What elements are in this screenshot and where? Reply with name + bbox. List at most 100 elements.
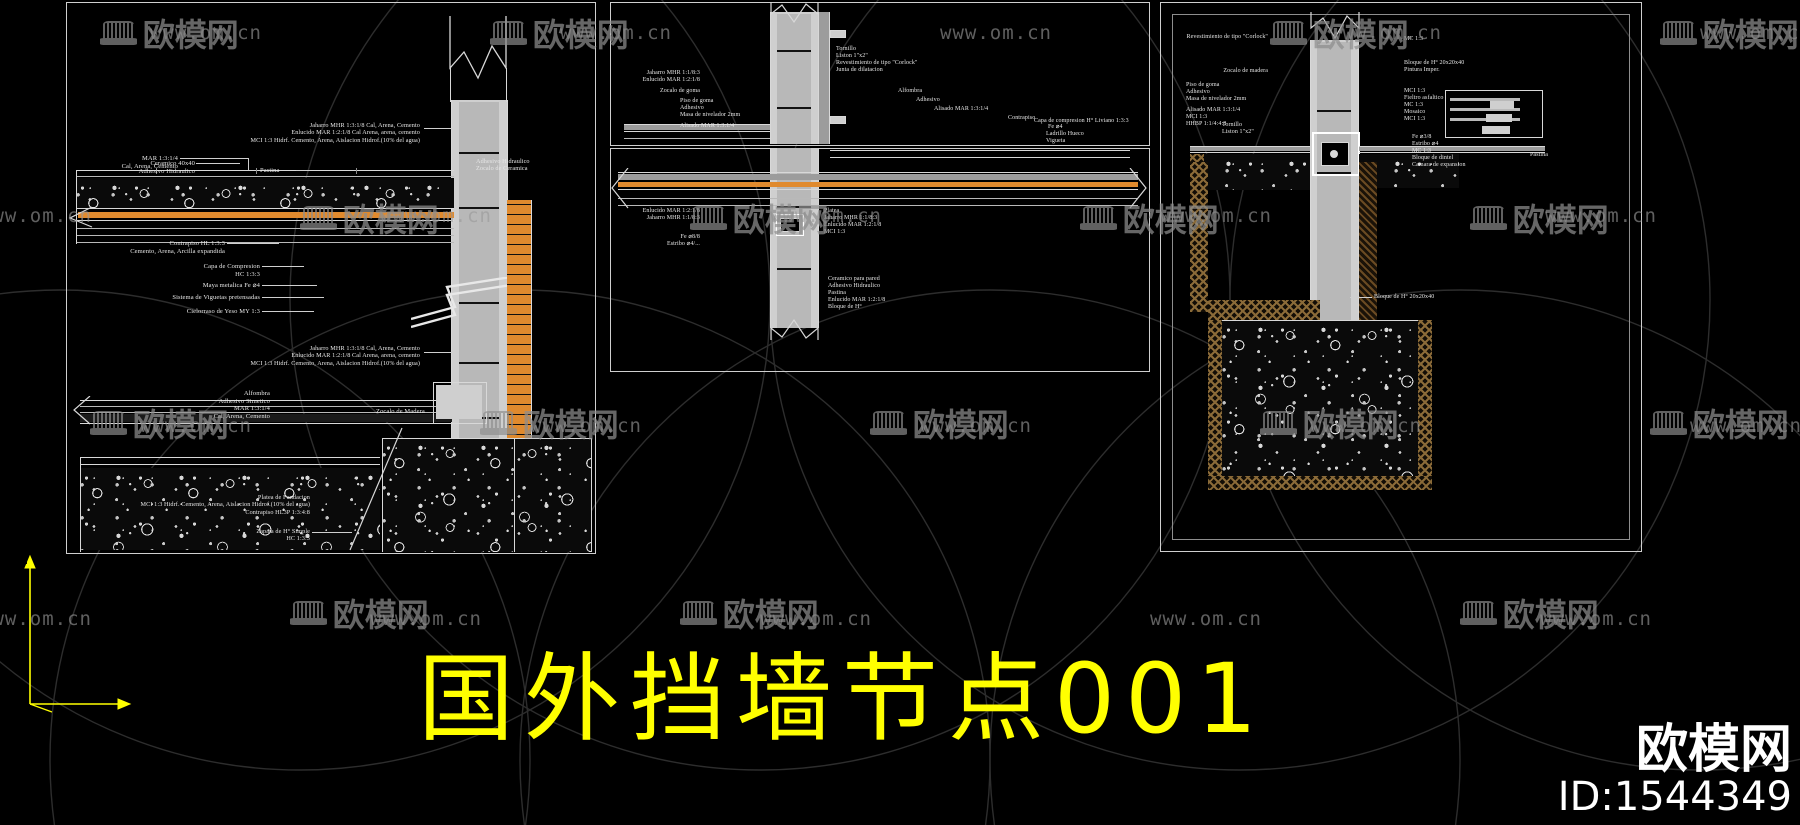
anno-mid-zocalo-goma: Zocalo de goma (659, 88, 700, 94)
r-rfloor-line-b (1359, 152, 1545, 153)
watermark-brand: 欧模网 (290, 590, 429, 636)
watermark-brand-text: 欧模网 (332, 596, 429, 634)
footing-divider (514, 438, 515, 552)
slab-line-c (76, 208, 454, 209)
wall-course-line-3 (459, 302, 499, 304)
brand-name: 欧模网 (1635, 719, 1792, 780)
frame-middle-bottom-panel (610, 148, 1150, 372)
r-legend-chip-3 (1482, 126, 1510, 134)
foundation-left-edge (80, 457, 81, 552)
watermark-brand-text: 欧模网 (1702, 16, 1799, 54)
anno-left-platea: Platea de Fundacion MCI 1:3 Hidrf. Cemen… (140, 494, 310, 516)
sofa-icon (1660, 20, 1697, 46)
zocalo-box (433, 382, 487, 424)
mid-wall-course-1 (777, 50, 811, 52)
mid-wall-core (777, 14, 811, 144)
watermark-brand: 欧模网 (1650, 400, 1789, 446)
r-dintel-rebar (1330, 150, 1338, 158)
anno-r-tornillo: Tornillo Liston 1"x2" (1222, 122, 1254, 136)
sofa-icon (1460, 600, 1497, 626)
sofa-icon (1650, 410, 1687, 436)
leader-contrapiso (227, 243, 279, 244)
r-footing-top (1222, 320, 1418, 321)
midb-wall-course-2 (777, 268, 811, 270)
break-line-wall (411, 277, 512, 329)
mid-rfloor-line-b (830, 157, 1130, 158)
mid-floor-line-c (624, 138, 770, 139)
watermark-url: www.om.cn (1540, 608, 1652, 630)
slab-top-line-a (76, 170, 454, 171)
watermark-brand-text: 欧模网 (912, 406, 1009, 444)
watermark-brand-text: 欧模网 (1502, 596, 1599, 634)
wall-course-line-2 (459, 207, 499, 209)
wall-edge-left (451, 100, 452, 460)
r-legend-row-2 (1450, 108, 1520, 111)
leader-pastina (296, 170, 310, 171)
slab-left-break (68, 207, 93, 228)
drawing-title: 国外挡墙节点001 (418, 643, 1268, 755)
footing-right (591, 438, 592, 552)
r-legend-row-3 (1450, 118, 1520, 121)
r-soil-wall-lower (1208, 300, 1320, 320)
wall-course-line-4 (459, 362, 499, 364)
anno-midb-fe: Fe ⌀8/8 Estribo ⌀4/... (666, 234, 700, 248)
midb-break-symbol-bottom (770, 318, 819, 340)
middle-bottom-drawing (610, 148, 1148, 370)
r-wall-core (1317, 42, 1351, 330)
anno-mid-capa-compresion: Capa de compresion H° Liviano 1:3:3 (1034, 118, 1129, 124)
anno-mid-alfombra: Alfombra (898, 88, 923, 94)
leader-jaharro-lower (424, 352, 454, 353)
watermark-brand: 欧模网 (1460, 590, 1599, 636)
r-wall-course-2 (1317, 172, 1351, 174)
watermark-url: www.om.cn (1690, 415, 1800, 437)
sofa-icon (290, 600, 327, 626)
frame-right-panel (1160, 2, 1642, 552)
r-soil-wall-footing-l (1208, 320, 1222, 490)
leader-mar (180, 158, 248, 159)
r-floor-line-a (1190, 146, 1310, 147)
watermark-brand: 欧模网 (870, 400, 1009, 446)
watermark-url: www.om.cn (1700, 22, 1800, 44)
midb-wall-edge-r (818, 148, 819, 328)
ucs-x-label: X (124, 686, 134, 702)
midb-beam-inner (780, 218, 800, 232)
mid-floor-line-b (624, 131, 770, 132)
leader-capa (262, 266, 304, 267)
anno-left-viguetas: Sistema de Viguetas pretensadas (172, 294, 260, 301)
middle-top-drawing (610, 2, 1148, 158)
r-wall-course-1 (1317, 110, 1351, 112)
sofa-icon (870, 410, 907, 436)
anno-r-pastina: Pastina (1530, 152, 1549, 158)
midb-wall-course-1 (777, 206, 811, 208)
midb-slab-b (618, 189, 1138, 190)
slab-line-f (76, 235, 454, 236)
anno-left-maya: Maya metalica Fe ⌀4 (202, 282, 260, 289)
anno-r-mci-stack: MCI 1:3 Fieltro asfaltico MC 1:3 Mosaico… (1404, 88, 1444, 123)
mid-wall-course-2 (777, 107, 811, 109)
lower-floor-band (80, 414, 452, 422)
midb-slab-d (618, 205, 1138, 206)
mid-liston-top (830, 30, 846, 38)
leader-jaharro-top (424, 128, 456, 129)
leader-zapata (312, 532, 352, 533)
wall-course-line-1 (459, 152, 499, 154)
mid-wall-edge-r (818, 12, 819, 144)
leader-mar-v (248, 158, 249, 170)
mid-break-symbol-top (770, 2, 819, 24)
anno-r-bloque: Bloque de H° 20x20x40 Pintura Imper. (1404, 60, 1465, 74)
anno-mid-piso-goma: Piso de goma Adhesivo Masa de nivelador … (680, 98, 741, 130)
midb-slab-a (618, 172, 1138, 173)
anno-left-adhesivo-zocalo: Adhesivo Hidraulico Zocalo de Ceramica (476, 158, 530, 173)
mid-floor-line-a (624, 124, 770, 125)
break-symbol-top (449, 16, 507, 80)
slab-tick-1 (156, 168, 157, 174)
mid-corlock-cladding (819, 12, 829, 144)
anno-mid-ladrillo: Ladrillo Hueco Vigueta (1046, 131, 1084, 145)
right-panel-drawing (1160, 2, 1640, 550)
mid-corlock-edge (829, 12, 830, 144)
mid-floor-band (624, 125, 770, 130)
anno-midb-ceramico-pared: Ceramico para pared Adhesivo Hidraulico … (828, 276, 886, 311)
anno-mid-alisado: Alisado MAR 1:3:1/4 (934, 106, 989, 112)
midb-beam-box (776, 214, 804, 236)
